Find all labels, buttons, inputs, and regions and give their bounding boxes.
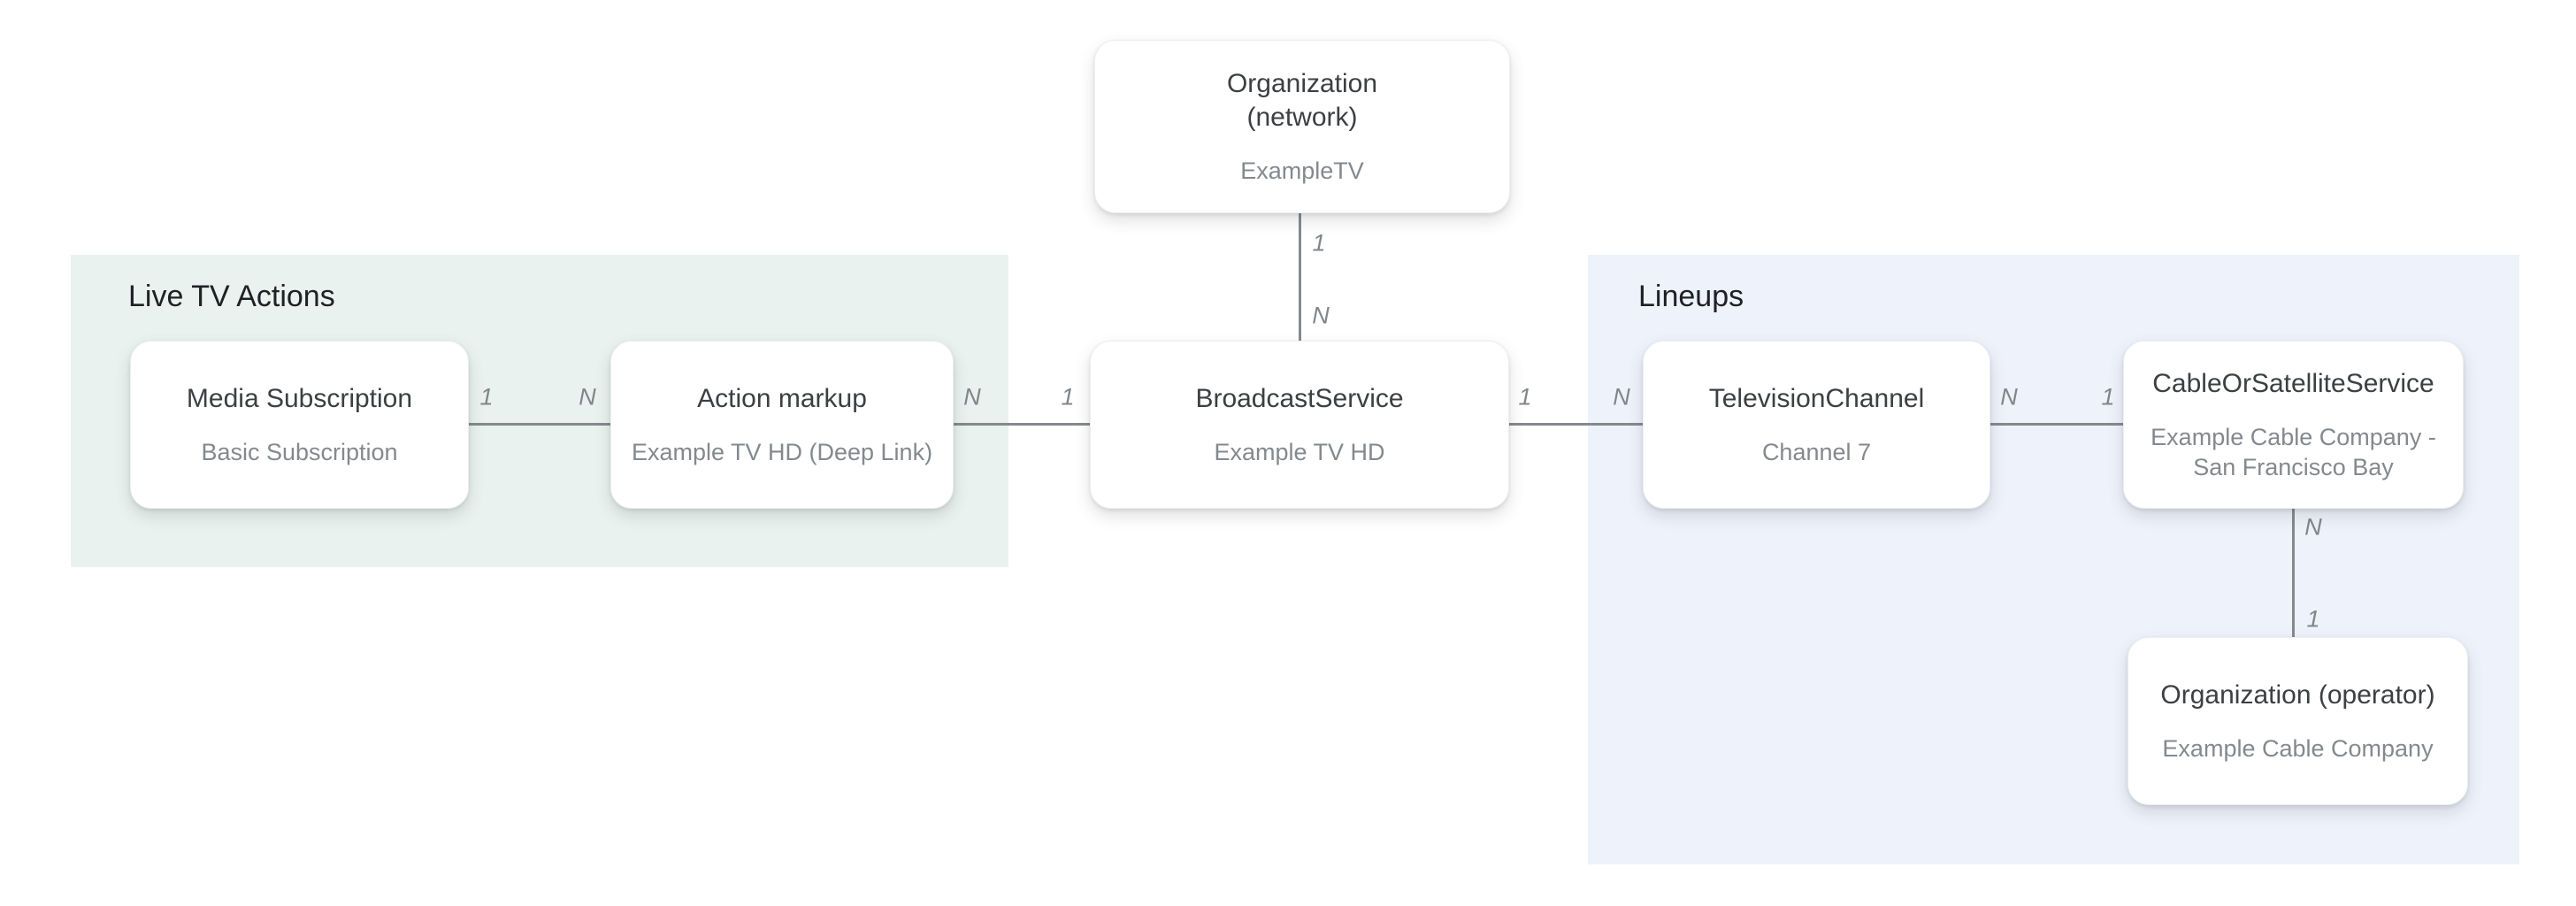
- node-title: Action markup: [697, 384, 867, 413]
- cardinality-label: 1: [1312, 229, 1326, 257]
- node-subtitle: Example Cable Company: [2162, 735, 2434, 762]
- cardinality-label: 1: [2101, 383, 2115, 411]
- region-title-live-tv-actions: Live TV Actions: [128, 280, 335, 313]
- node-subtitle: Basic Subscription: [201, 439, 398, 465]
- node-subtitle: Example TV HD (Deep Link): [631, 439, 933, 465]
- node-title: Media Subscription: [186, 384, 413, 413]
- node-title: CableOrSatelliteService: [2152, 369, 2434, 398]
- node-broadcast-service: BroadcastService Example TV HD: [1090, 341, 1509, 509]
- cardinality-label: N: [1613, 383, 1630, 411]
- node-title: TelevisionChannel: [1708, 384, 1925, 413]
- node-organization-operator: Organization (operator) Example Cable Co…: [2128, 637, 2468, 805]
- node-subtitle: Example TV HD: [1214, 439, 1385, 465]
- node-television-channel: TelevisionChannel Channel 7: [1643, 341, 1990, 509]
- edge-organization-network-to-broadcast-service: [1299, 213, 1301, 341]
- cardinality-label: N: [2304, 513, 2322, 541]
- node-action-markup: Action markup Example TV HD (Deep Link): [610, 341, 954, 509]
- cardinality-label: N: [2000, 383, 2018, 411]
- edge-media-subscription-to-action-markup: [469, 423, 610, 426]
- node-cable-or-satellite-service: CableOrSatelliteService Example Cable Co…: [2123, 341, 2464, 509]
- cardinality-label: 1: [2306, 605, 2320, 633]
- node-title: Organization (network): [1226, 69, 1378, 132]
- node-title: BroadcastService: [1195, 384, 1404, 413]
- edge-broadcast-service-to-television-channel: [1509, 423, 1643, 426]
- edge-action-markup-to-broadcast-service: [954, 423, 1090, 426]
- node-subtitle: ExampleTV: [1240, 157, 1364, 184]
- edge-television-channel-to-cable-service: [1990, 423, 2123, 426]
- cardinality-label: 1: [479, 383, 494, 411]
- cardinality-label: N: [1312, 302, 1330, 329]
- cardinality-label: 1: [1518, 383, 1532, 411]
- node-media-subscription: Media Subscription Basic Subscription: [130, 341, 469, 509]
- node-subtitle: Channel 7: [1761, 439, 1872, 465]
- cardinality-label: N: [579, 383, 596, 411]
- edge-cable-service-to-organization-operator: [2292, 509, 2295, 637]
- cardinality-label: N: [963, 383, 981, 411]
- region-title-lineups: Lineups: [1638, 280, 1744, 313]
- node-title: Organization (operator): [2160, 680, 2435, 710]
- node-organization-network: Organization (network) ExampleTV: [1094, 40, 1510, 213]
- cardinality-label: 1: [1061, 383, 1075, 411]
- node-subtitle: Example Cable Company - San Francisco Ba…: [2150, 424, 2436, 480]
